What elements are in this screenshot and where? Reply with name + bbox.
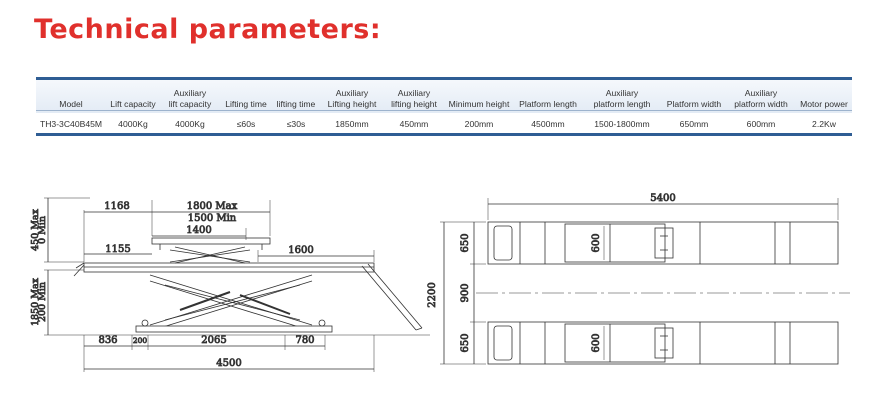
table-top-rule (36, 77, 852, 80)
dim-0-min: 0 Min (37, 216, 48, 244)
dim-1850-max: 1850 Max (30, 277, 41, 326)
dim-2065: 2065 (201, 335, 226, 346)
side-view-drawing: 1168 1800 Max 1500 Min 1400 1155 1600 45… (30, 197, 430, 372)
header-line: lifting time (276, 99, 316, 109)
dim-5400: 5400 (650, 193, 675, 204)
dim-1800-max: 1800 Max (187, 201, 238, 212)
dim-450-max: 450 Max (30, 208, 41, 251)
dim-780: 780 (295, 335, 314, 346)
table-header-cell: lifting time (272, 80, 320, 113)
table-header-cell: Lifting time (220, 80, 272, 113)
dim-1155: 1155 (105, 244, 130, 255)
table-cell: 2.2Kw (812, 119, 836, 129)
table-header-cell: Motor power (796, 80, 852, 113)
dim-200-min: 200 Min (37, 282, 48, 322)
header-line: lift capacity (168, 99, 212, 109)
table-cell: 1500-1800mm (594, 119, 650, 129)
dim-4500: 4500 (216, 358, 241, 369)
table-header-cell: Model (36, 80, 106, 113)
header-line: Auxiliary (605, 88, 639, 98)
dim-836: 836 (98, 335, 117, 346)
table-bottom-rule (36, 133, 852, 136)
dim-1400: 1400 (186, 225, 211, 236)
dim-200: 200 (133, 336, 148, 345)
table-cell: 200mm (464, 119, 494, 129)
header-line: platform width (734, 99, 788, 109)
table-row: TH3-3C40B45M 4000Kg 4000Kg ≤60s ≤30s 1850mm 45… (36, 113, 852, 135)
table-header-cell: Lift capacity (106, 80, 160, 113)
table-cell: 650mm (679, 119, 709, 129)
table-cell: TH3-3C40B45M (39, 119, 103, 129)
table-cell: 4000Kg (118, 119, 148, 129)
table-cell: 450mm (399, 119, 429, 129)
dim-600-top: 600 (591, 233, 602, 252)
header-line: Platform width (666, 99, 722, 109)
table-cell: 4500mm (531, 119, 565, 129)
top-view-drawing: 5400 2200 650 900 650 600 600 (427, 193, 850, 365)
page-title: Technical parameters: (34, 14, 382, 45)
dim-1500-min: 1500 Min (188, 213, 237, 224)
header-line: Auxiliary (744, 88, 778, 98)
dim-1600: 1600 (288, 245, 313, 256)
header-line: platform length (593, 99, 651, 109)
dim-600-bottom: 600 (591, 333, 602, 352)
dim-2200: 2200 (427, 282, 438, 307)
table-cell: ≤60s (236, 119, 256, 129)
header-line: Auxiliary (397, 88, 431, 98)
dim-900: 900 (460, 283, 471, 302)
table-header-cell: Platform length (514, 80, 582, 113)
header-line: Platform length (519, 99, 577, 109)
table-cell: 600mm (746, 119, 776, 129)
dim-650-bottom: 650 (460, 333, 471, 352)
header-line: Lifting time (225, 99, 267, 109)
table-header-cell: Minimum height (444, 80, 514, 113)
header-line: Model (59, 99, 83, 109)
header-line: lifting height (391, 99, 437, 109)
table-cell: 4000Kg (175, 119, 205, 129)
header-line: Lifting height (327, 99, 377, 109)
table-cell: ≤30s (286, 119, 306, 129)
table-row-divider (36, 110, 852, 111)
header-line: Auxiliary (173, 88, 207, 98)
dim-650-top: 650 (460, 233, 471, 252)
header-line: Auxiliary (335, 88, 369, 98)
header-line: Motor power (800, 99, 848, 109)
header-line: Minimum height (448, 99, 510, 109)
header-line: Lift capacity (110, 99, 156, 109)
table-header-cell: Platform width (662, 80, 726, 113)
dim-1168: 1168 (104, 201, 129, 212)
table-cell: 1850mm (335, 119, 369, 129)
